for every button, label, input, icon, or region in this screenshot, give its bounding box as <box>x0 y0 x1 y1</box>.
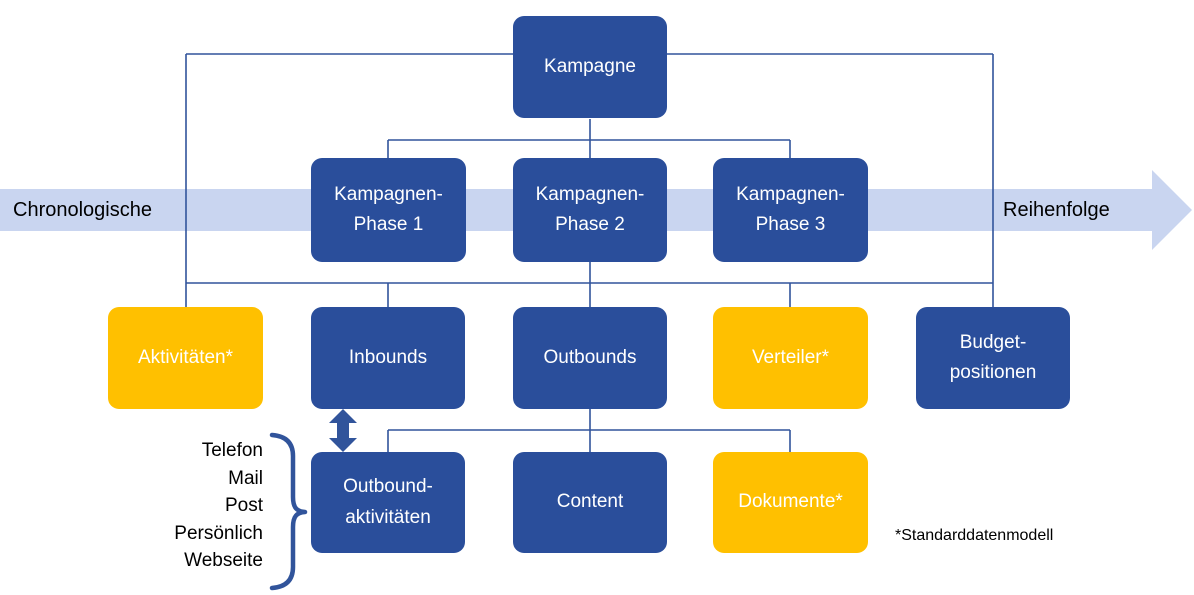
node-label: Kampagne <box>544 55 636 77</box>
node-label: Verteiler* <box>751 346 830 368</box>
node-label: Aktivitäten* <box>137 346 234 368</box>
node-kampagne: Kampagne <box>513 16 667 118</box>
node-label-line1: Kampagnen- <box>736 183 845 205</box>
channel-item-webseite: Webseite <box>184 550 263 571</box>
node-label: Dokumente* <box>738 491 843 513</box>
channels-brace-icon <box>269 432 308 591</box>
node-kampagnen-phase-1: Kampagnen- Phase 1 <box>311 158 466 262</box>
channel-item-telefon: Telefon <box>201 440 263 461</box>
channel-item-mail: Mail <box>228 467 263 489</box>
node-label-line2: aktivitäten <box>345 506 431 528</box>
timeline-label-right: Reihenfolge <box>1003 199 1110 221</box>
node-label-line2: Phase 3 <box>755 214 826 235</box>
timeline-arrowhead-icon <box>1152 170 1192 250</box>
node-outbounds: Outbounds <box>513 307 667 409</box>
channel-list: Telefon Mail Post Persönlich Webseite <box>138 437 263 575</box>
node-label-line1: Outbound- <box>343 476 433 498</box>
node-label: Inbounds <box>348 346 428 368</box>
node-budgetpositionen: Budget- positionen <box>916 307 1070 409</box>
node-content: Content <box>513 452 667 553</box>
timeline-label-left: Chronologische <box>13 199 152 221</box>
node-verteiler: Verteiler* <box>713 307 868 409</box>
node-label-line2: Phase 1 <box>353 214 424 235</box>
channel-item-post: Post <box>224 495 263 516</box>
node-label: Outbounds <box>543 346 637 368</box>
node-label-line1: Kampagnen- <box>535 183 645 205</box>
node-inbounds: Inbounds <box>311 307 465 409</box>
footnote: *Standarddatenmodell <box>895 527 1054 544</box>
node-kampagnen-phase-3: Kampagnen- Phase 3 <box>713 158 868 262</box>
node-outbound-aktivitaeten: Outbound- aktivitäten <box>311 452 465 553</box>
node-kampagnen-phase-2: Kampagnen- Phase 2 <box>513 158 667 262</box>
node-label: Content <box>556 491 624 513</box>
node-label-line2: positionen <box>949 362 1037 383</box>
node-aktivitaeten: Aktivitäten* <box>108 307 263 409</box>
node-label-line1: Kampagnen- <box>334 183 443 205</box>
node-label-line1: Budget- <box>959 331 1027 353</box>
double-arrow-icon <box>329 409 357 452</box>
node-dokumente: Dokumente* <box>713 452 868 553</box>
node-label-line2: Phase 2 <box>555 214 625 235</box>
channel-item-persoenlich: Persönlich <box>174 522 263 544</box>
